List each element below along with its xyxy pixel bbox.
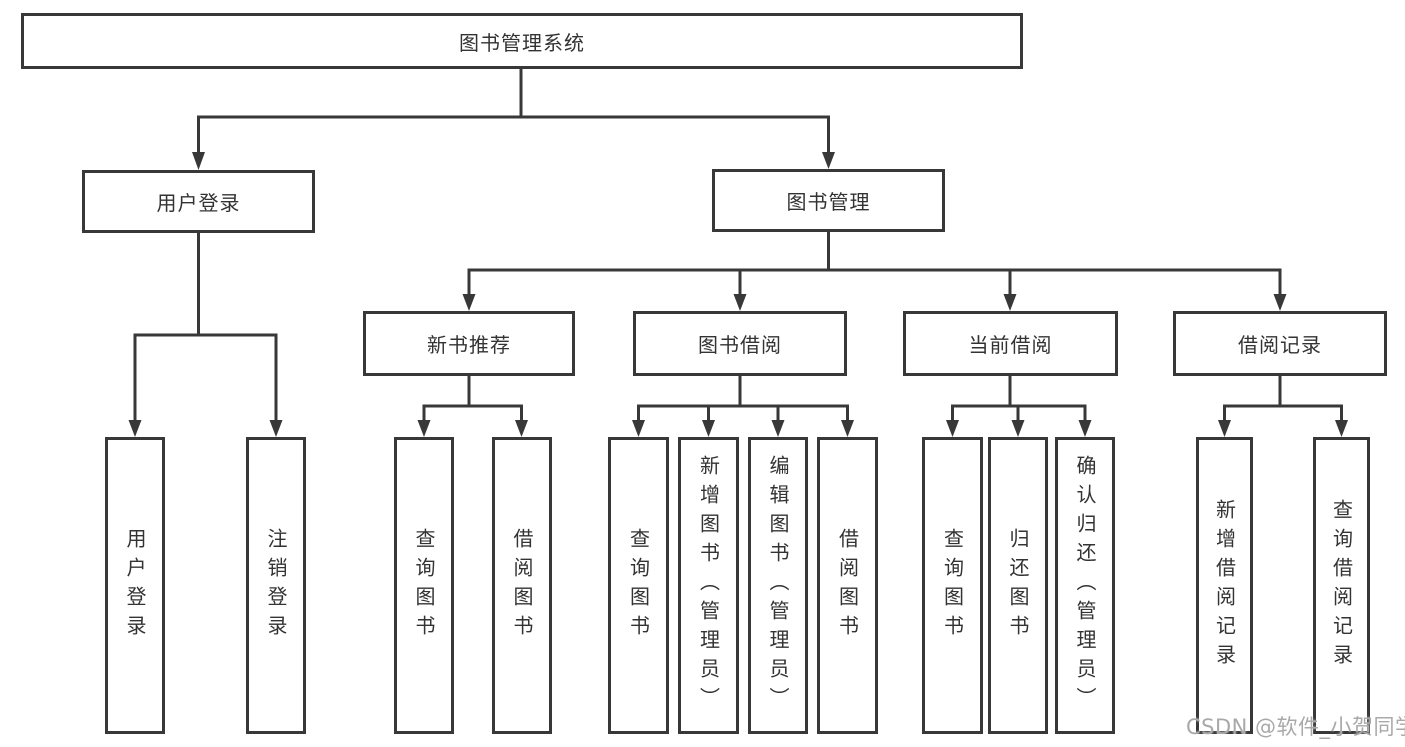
node-borrow-records-label: 借阅记录 [1238, 333, 1322, 357]
leaf-query-books-borrow-label: 查询图书 [626, 527, 651, 644]
connector-current-borrow-branch [946, 374, 1092, 437]
leaf-logout: 注销登录 [246, 437, 306, 734]
connector-book-borrow-branch [632, 374, 854, 437]
leaf-edit-book-admin-label: 编辑图书（管理员） [766, 455, 790, 716]
node-user-login: 用户登录 [82, 170, 315, 233]
leaf-borrow-books-recommend-label: 借阅图书 [510, 527, 534, 644]
leaf-add-book-admin: 新增图书（管理员） [678, 437, 739, 734]
node-root-label: 图书管理系统 [459, 30, 585, 55]
leaf-borrow-books-label: 借阅图书 [835, 527, 860, 644]
node-new-book-recommend: 新书推荐 [363, 311, 575, 376]
leaf-confirm-return-admin: 确认归还（管理员） [1055, 437, 1115, 734]
leaf-edit-book-admin: 编辑图书（管理员） [748, 437, 808, 734]
node-book-management-label: 图书管理 [786, 190, 871, 214]
node-book-borrow: 图书借阅 [633, 311, 847, 376]
connector-root-to-level2 [192, 67, 835, 170]
leaf-logout-label: 注销登录 [264, 527, 288, 644]
connector-user-login-branch [128, 231, 283, 437]
leaf-borrow-books-recommend: 借阅图书 [492, 437, 552, 734]
leaf-borrow-books: 借阅图书 [817, 437, 878, 734]
leaf-add-book-admin-label: 新增图书（管理员） [696, 455, 721, 716]
leaf-return-book: 归还图书 [988, 437, 1048, 734]
leaf-query-books-recommend-label: 查询图书 [412, 527, 436, 644]
leaf-user-login: 用户登录 [105, 437, 165, 734]
node-book-management: 图书管理 [712, 169, 945, 232]
leaf-query-books-borrow: 查询图书 [608, 437, 669, 734]
leaf-query-books-current-label: 查询图书 [940, 527, 965, 644]
csdn-watermark: CSDN @软件_小贺同学 [1186, 715, 1405, 739]
node-book-borrow-label: 图书借阅 [698, 333, 782, 357]
node-current-borrow: 当前借阅 [903, 311, 1118, 376]
node-user-login-label: 用户登录 [156, 191, 241, 215]
leaf-query-books-current: 查询图书 [922, 437, 983, 734]
connector-borrow-records-branch [1218, 374, 1348, 437]
leaf-user-login-label: 用户登录 [123, 527, 147, 644]
leaf-confirm-return-admin-label: 确认归还（管理员） [1073, 455, 1097, 716]
connector-book-management-branch [462, 230, 1287, 311]
leaf-query-borrow-record-label: 查询借阅记录 [1329, 498, 1354, 673]
leaf-add-borrow-record: 新增借阅记录 [1196, 437, 1253, 734]
leaf-add-borrow-record-label: 新增借阅记录 [1212, 498, 1237, 673]
node-borrow-records: 借阅记录 [1173, 311, 1387, 376]
leaf-query-books-recommend: 查询图书 [394, 437, 454, 734]
connector-new-book-recommend-branch [417, 374, 528, 437]
leaf-return-book-label: 归还图书 [1006, 527, 1030, 644]
leaf-query-borrow-record: 查询借阅记录 [1313, 437, 1370, 734]
node-root: 图书管理系统 [21, 13, 1023, 69]
node-current-borrow-label: 当前借阅 [968, 333, 1053, 357]
node-new-book-recommend-label: 新书推荐 [427, 333, 511, 357]
